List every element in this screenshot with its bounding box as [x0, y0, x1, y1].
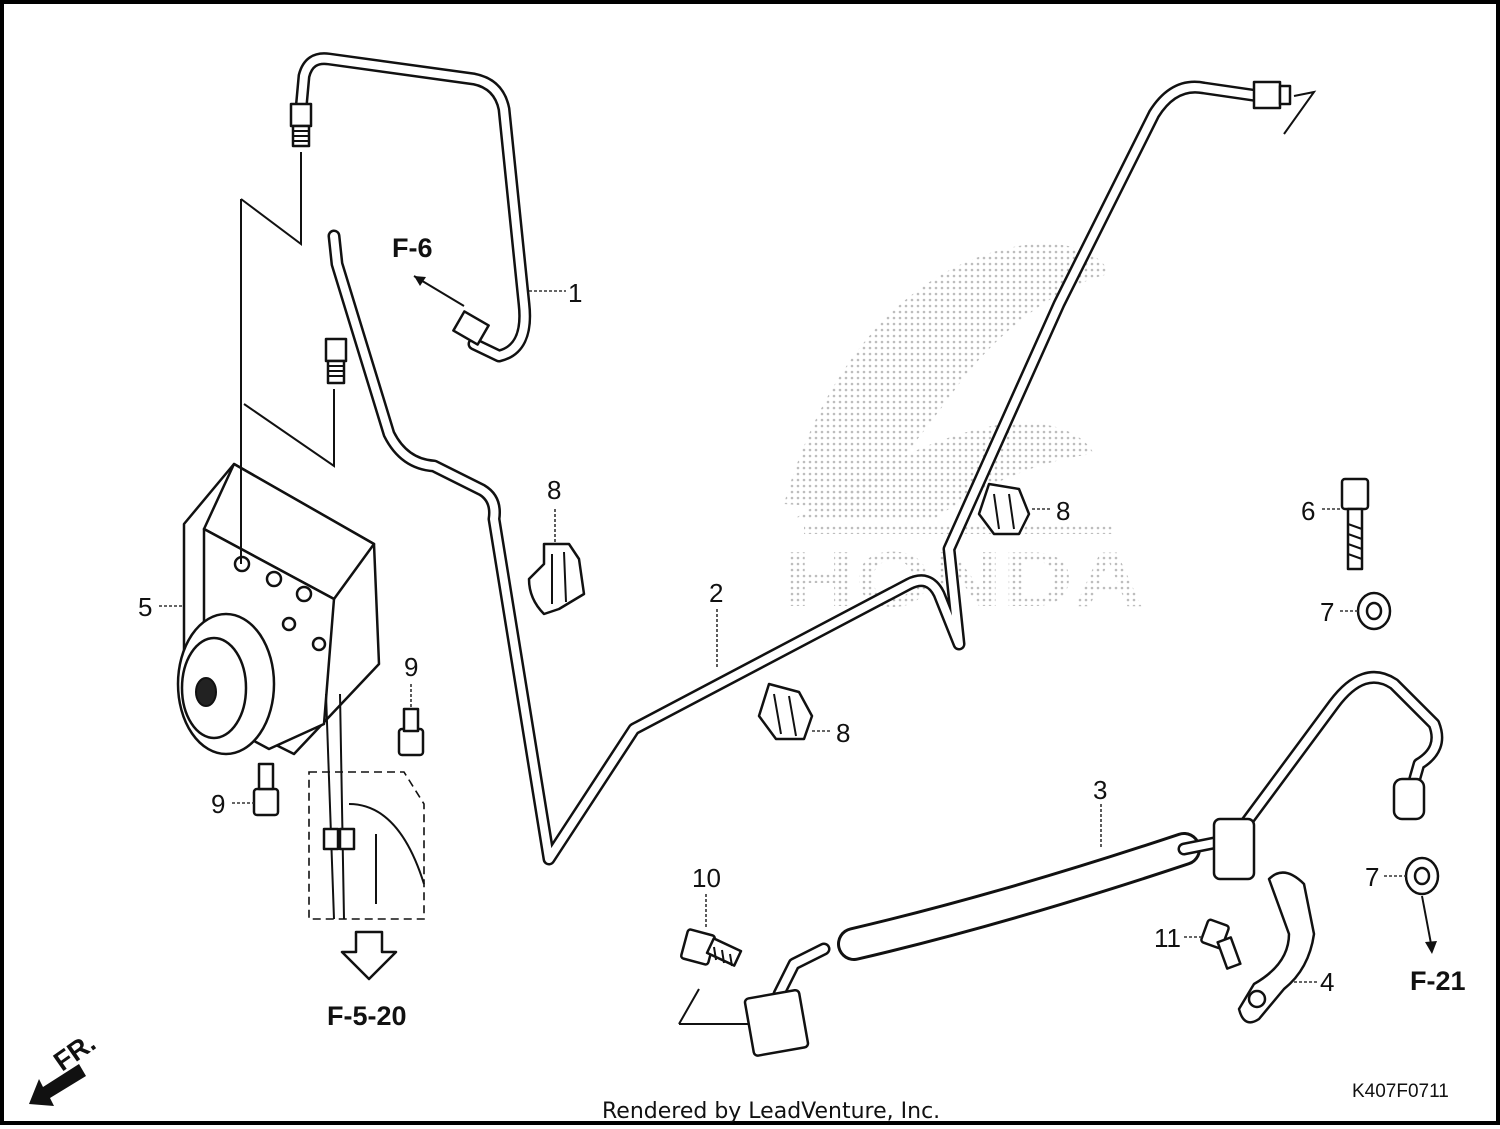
- f-21-arrow-line: [1421, 895, 1433, 950]
- sealing-washer-7-lower: [1404, 856, 1440, 896]
- callout-8-left: 8: [547, 475, 561, 505]
- pipe-clamp-8-left: [527, 542, 586, 616]
- flange-bolt-11: [1200, 918, 1242, 970]
- sealing-washer-7-upper: [1356, 591, 1392, 631]
- reference-f-5-20: F-5-20: [327, 1001, 407, 1031]
- front-arrow-icon: [29, 1064, 86, 1106]
- callout-10: 10: [692, 863, 721, 893]
- callout-2: 2: [709, 578, 723, 608]
- pipe-clamp-8-center: [757, 682, 814, 741]
- f-6-arrow-icon: [414, 276, 426, 286]
- flange-bolt-10: [680, 928, 743, 967]
- callout-8-right: 8: [1056, 496, 1070, 526]
- flange-bolt-9-left: [252, 762, 280, 817]
- honda-logo-watermark: HONDA: [784, 535, 1144, 623]
- down-arrow-icon: [340, 930, 398, 981]
- pipe-clamp-8-upper-right: [977, 482, 1031, 536]
- brake-pipe-2: [324, 80, 1292, 866]
- pipe-1-guide: [240, 152, 302, 564]
- bolt-10-guide: [678, 988, 749, 1025]
- brake-pipe-1: [289, 52, 532, 363]
- callout-7-lower: 7: [1365, 862, 1379, 892]
- parts-diagram-svg: HONDA: [29, 52, 1466, 1124]
- footer-credit: Rendered by LeadVenture, Inc.: [602, 1099, 940, 1124]
- callout-7-upper: 7: [1320, 597, 1334, 627]
- callout-8-center: 8: [836, 718, 850, 748]
- callout-11: 11: [1154, 923, 1181, 953]
- bracket-4: [1237, 871, 1316, 1024]
- callout-4: 4: [1320, 967, 1334, 997]
- pipe-2-end-guide: [1283, 90, 1317, 135]
- f-5-20-box: [308, 693, 425, 920]
- callout-1: 1: [568, 278, 582, 308]
- abs-modulator-5: [176, 462, 381, 756]
- flange-bolt-9-right: [397, 707, 425, 757]
- callout-9-left: 9: [211, 789, 225, 819]
- reference-f-6: F-6: [392, 233, 433, 263]
- callout-9-right: 9: [404, 652, 418, 682]
- svg-text:HONDA: HONDA: [784, 535, 1144, 623]
- callout-3: 3: [1093, 775, 1107, 805]
- pipe-2-guide: [243, 389, 335, 468]
- reference-f-21: F-21: [1410, 966, 1466, 996]
- brake-hose-3: [743, 670, 1444, 1057]
- callout-5: 5: [138, 592, 152, 622]
- banjo-bolt-6: [1340, 477, 1370, 571]
- f-21-arrow-icon: [1425, 941, 1437, 954]
- front-indicator-label: FR.: [48, 1027, 101, 1077]
- diagram-code: K407F0711: [1352, 1081, 1449, 1102]
- callout-6: 6: [1301, 496, 1315, 526]
